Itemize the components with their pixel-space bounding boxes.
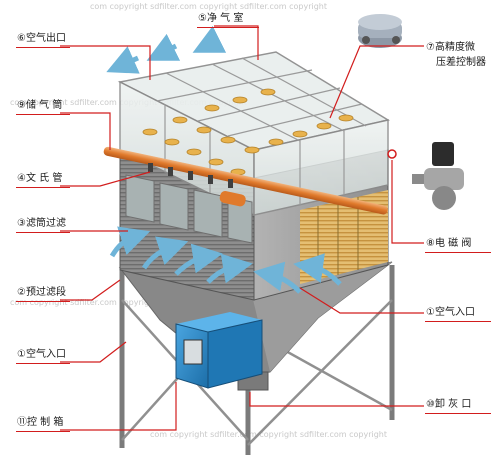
label-ash-discharge: ⑩卸 灰 口 [426, 399, 472, 410]
label-air-inlet-right: ①空气入口 [426, 307, 475, 318]
label-underline [16, 47, 70, 48]
label-control-box: ⑪控 制 箱 [17, 417, 64, 428]
label-underline [16, 187, 70, 188]
air-flow-arrows [106, 25, 342, 294]
label-prefilter: ②预过滤段 [17, 287, 66, 298]
label-pressure-controller-1: ⑦高精度微 [426, 42, 475, 53]
leader-lines [60, 25, 424, 431]
label-underline [16, 301, 70, 302]
label-underline [197, 27, 259, 28]
label-underline [425, 321, 491, 322]
cartridge-tops [142, 88, 354, 176]
label-air-outlet: ⑥空气出口 [17, 33, 66, 44]
venturi-nozzles [148, 163, 233, 188]
label-underline [16, 363, 70, 364]
label-underline [425, 252, 491, 253]
label-solenoid-valve: ⑧电 磁 阀 [426, 238, 472, 249]
label-venturi: ④文 氏 管 [17, 173, 63, 184]
solenoid-valve-icon [412, 142, 464, 210]
air-tank [219, 191, 246, 207]
label-underline [425, 413, 491, 414]
label-air-inlet-left: ①空气入口 [17, 349, 66, 360]
label-clean-room: ⑤净 气 室 [198, 13, 244, 24]
control-panel [183, 339, 203, 365]
watermark: com copyright sdfilter.com copyright sdf… [90, 2, 328, 11]
label-pressure-controller-2: 压差控制器 [436, 57, 486, 68]
label-filter-cartridge: ③滤筒过滤 [17, 218, 66, 229]
label-underline [16, 232, 70, 233]
air-header-pipe [103, 146, 388, 215]
watermark: com copyright sdfilter.com copyright sdf… [150, 430, 388, 439]
label-underline [16, 114, 70, 115]
label-air-tank: ⑨储 气 筒 [17, 100, 63, 111]
label-underline [16, 431, 70, 432]
watermark: com copyright sdfilter.com copyright sdf… [10, 298, 248, 307]
pressure-controller-icon [358, 14, 402, 48]
control-box-side [207, 319, 263, 389]
sensor-dot [387, 149, 397, 159]
control-box-top [176, 312, 262, 332]
cartridge-bays [125, 174, 253, 244]
